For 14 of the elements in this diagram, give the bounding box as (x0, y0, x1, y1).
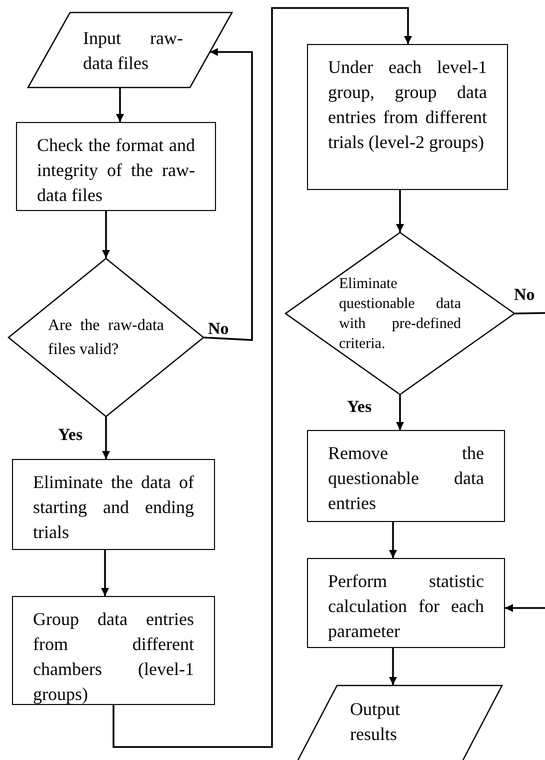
process-box: Eliminate the data of starting and ending trials (12, 459, 215, 550)
process-box: Check the format and integrity of the raw-data files (16, 122, 216, 211)
decision-diamond: Are the raw-data files valid? (8, 258, 204, 417)
decision-diamond: Eliminate questionable data with pre-defined criteria. (285, 232, 515, 395)
process-box: Perform statistic calculation for each parameter (307, 558, 505, 648)
edge-label: Yes (57, 426, 84, 443)
process-box: Group data entries from different chambers (level-1 groups) (12, 596, 215, 705)
edge-label: No (207, 320, 230, 337)
process-box: Remove the questionable data entries (307, 430, 505, 522)
io-parallelogram: Input raw-data files (28, 12, 232, 88)
io-parallelogram: Output results (298, 685, 502, 760)
edge-label: No (513, 286, 536, 303)
process-box: Under each level-1 group, group data entries from different trials (level-2 groups) (307, 44, 508, 190)
edge-label: Yes (346, 398, 373, 415)
